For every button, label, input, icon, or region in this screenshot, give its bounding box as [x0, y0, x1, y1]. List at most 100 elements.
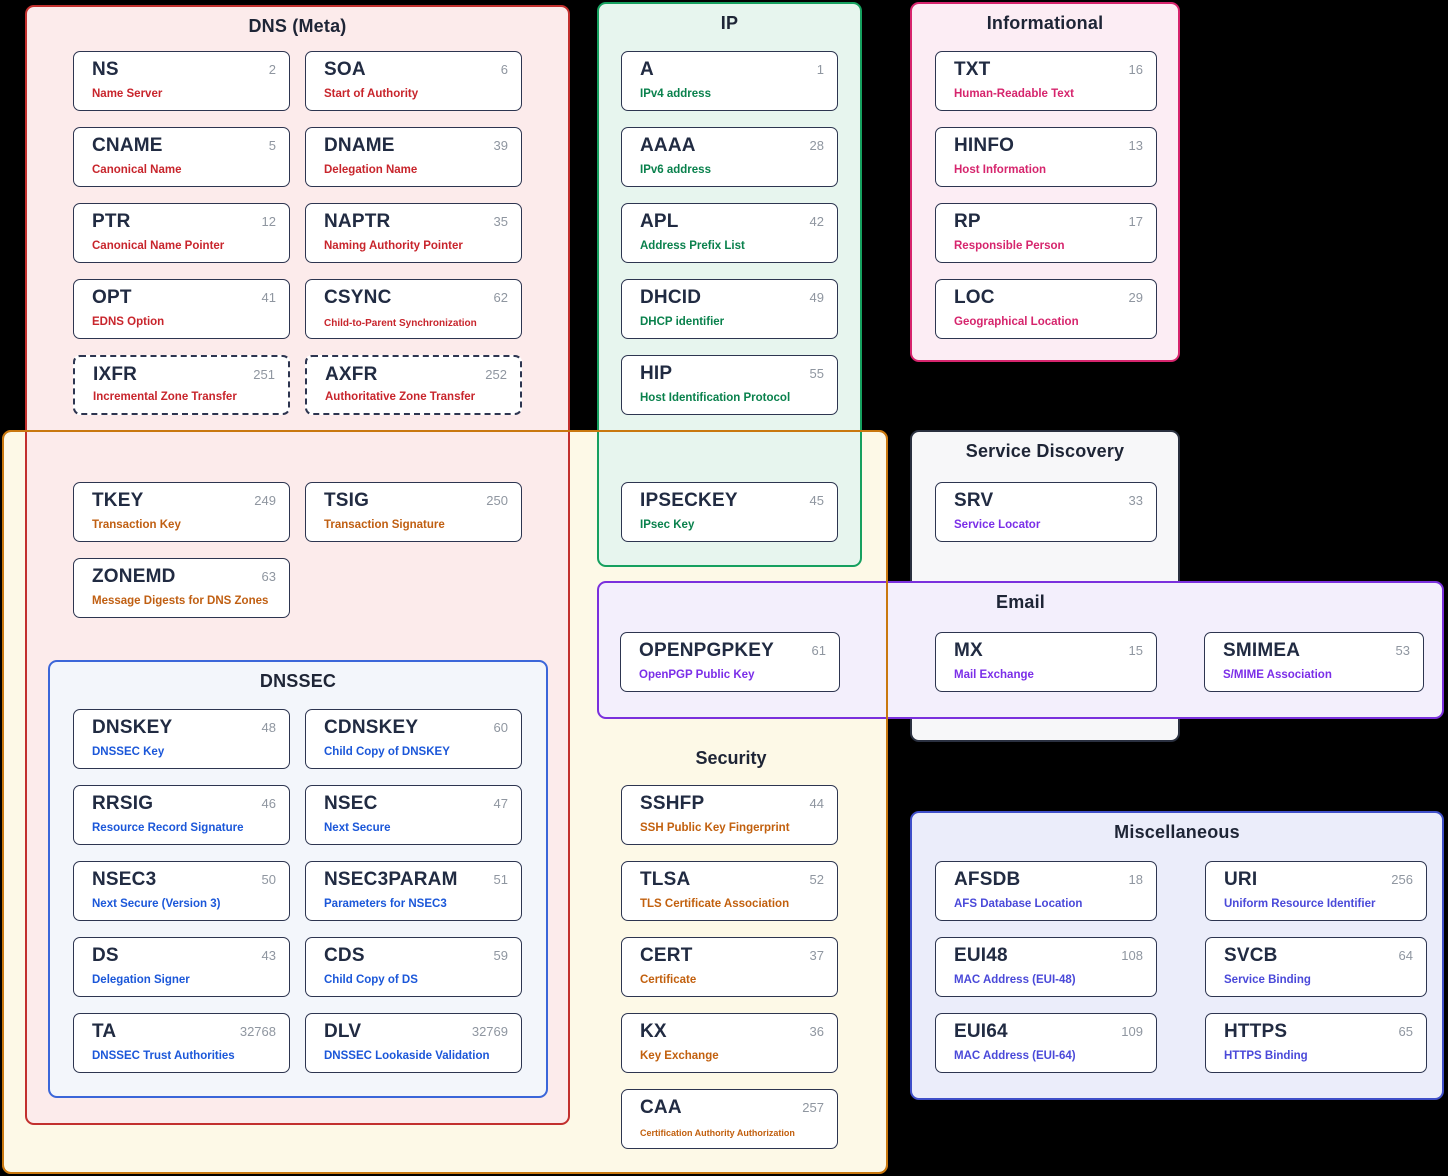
- card-header: EUI48 108: [954, 946, 1143, 966]
- record-number: 13: [1128, 138, 1143, 153]
- card-kx: KX 36 Key Exchange: [621, 1013, 838, 1073]
- card-header: AXFR 252: [325, 365, 507, 385]
- mx-card-grid: MX 15 Mail Exchange: [935, 632, 1157, 692]
- record-number: 37: [809, 948, 824, 963]
- record-type: SVCB: [1224, 945, 1278, 966]
- record-type: OPENPGPKEY: [639, 640, 775, 661]
- group-title-service-discovery: Service Discovery: [965, 441, 1125, 461]
- record-number: 51: [493, 872, 508, 887]
- record-number: 50: [261, 872, 276, 887]
- card-dlv: DLV 32769 DNSSEC Lookaside Validation: [305, 1013, 522, 1073]
- card-header: HIP 55: [640, 364, 824, 384]
- record-description: IPsec Key: [640, 519, 695, 532]
- record-type: CSYNC: [324, 287, 392, 308]
- record-description: Resource Record Signature: [92, 822, 244, 835]
- record-number: 63: [261, 569, 276, 584]
- card-tlsa: TLSA 52 TLS Certificate Association: [621, 861, 838, 921]
- ip-card-grid: A 1 IPv4 address AAAA 28 IPv6 address AP…: [621, 51, 838, 415]
- record-description: IPv4 address: [640, 88, 711, 101]
- security-card-grid: SSHFP 44 SSH Public Key Fingerprint TLSA…: [621, 785, 838, 1149]
- record-description: HTTPS Binding: [1224, 1050, 1308, 1063]
- record-number: 64: [1398, 948, 1413, 963]
- card-zonemd: ZONEMD 63 Message Digests for DNS Zones: [73, 558, 290, 618]
- dnssec-card-grid: DNSKEY 48 DNSSEC Key CDNSKEY 60 Child Co…: [73, 709, 522, 1073]
- card-ns: NS 2 Name Server: [73, 51, 290, 111]
- record-number: 109: [1121, 1024, 1143, 1039]
- card-txt: TXT 16 Human-Readable Text: [935, 51, 1157, 111]
- card-hip: HIP 55 Host Identification Protocol: [621, 355, 838, 415]
- record-type: NSEC3PARAM: [324, 869, 458, 890]
- card-nsec3param: NSEC3PARAM 51 Parameters for NSEC3: [305, 861, 522, 921]
- record-number: 5: [268, 138, 276, 153]
- record-type: IPSECKEY: [640, 490, 738, 511]
- card-csync: CSYNC 62 Child-to-Parent Synchronization: [305, 279, 522, 339]
- card-mx: MX 15 Mail Exchange: [935, 632, 1157, 692]
- record-description: Address Prefix List: [640, 240, 745, 253]
- card-rp: RP 17 Responsible Person: [935, 203, 1157, 263]
- card-header: IPSECKEY 45: [640, 491, 824, 511]
- record-type: RRSIG: [92, 793, 154, 814]
- group-title-dns-meta: DNS (Meta): [248, 16, 347, 36]
- record-description: Certification Authority Authorization: [640, 1128, 795, 1139]
- record-number: 43: [261, 948, 276, 963]
- record-type: HINFO: [954, 135, 1015, 156]
- card-header: NSEC3PARAM 51: [324, 870, 508, 890]
- card-soa: SOA 6 Start of Authority: [305, 51, 522, 111]
- record-description: Child Copy of DNSKEY: [324, 746, 450, 759]
- record-description: Start of Authority: [324, 88, 419, 101]
- record-description: Naming Authority Pointer: [324, 240, 463, 253]
- card-header: CERT 37: [640, 946, 824, 966]
- card-header: TKEY 249: [92, 491, 276, 511]
- record-number: 256: [1391, 872, 1413, 887]
- record-number: 45: [809, 493, 824, 508]
- record-type: RP: [954, 211, 981, 232]
- record-number: 59: [493, 948, 508, 963]
- record-description: Incremental Zone Transfer: [93, 391, 237, 404]
- card-cert: CERT 37 Certificate: [621, 937, 838, 997]
- record-description: Next Secure (Version 3): [92, 898, 221, 911]
- record-type: URI: [1224, 869, 1258, 890]
- record-number: 52: [809, 872, 824, 887]
- record-number: 251: [253, 367, 275, 382]
- dns-meta-card-grid: NS 2 Name Server SOA 6 Start of Authorit…: [73, 51, 522, 415]
- card-caa: CAA 257 Certification Authority Authoriz…: [621, 1089, 838, 1149]
- card-header: SMIMEA 53: [1223, 641, 1410, 661]
- record-number: 60: [493, 720, 508, 735]
- card-header: DNAME 39: [324, 136, 508, 156]
- card-dname: DNAME 39 Delegation Name: [305, 127, 522, 187]
- card-header: DS 43: [92, 946, 276, 966]
- record-number: 33: [1128, 493, 1143, 508]
- record-number: 53: [1395, 643, 1410, 658]
- record-type: SOA: [324, 59, 366, 80]
- card-header: CAA 257: [640, 1098, 824, 1118]
- card-ptr: PTR 12 Canonical Name Pointer: [73, 203, 290, 263]
- record-number: 47: [493, 796, 508, 811]
- record-description: DNSSEC Lookaside Validation: [324, 1050, 490, 1063]
- card-ixfr: IXFR 251 Incremental Zone Transfer: [73, 355, 290, 415]
- record-number: 252: [485, 367, 507, 382]
- record-type: TLSA: [640, 869, 691, 890]
- record-number: 257: [802, 1100, 824, 1115]
- srv-card-grid: SRV 33 Service Locator: [935, 482, 1157, 542]
- record-type: NSEC3: [92, 869, 157, 890]
- record-type: CAA: [640, 1097, 682, 1118]
- record-description: DNSSEC Trust Authorities: [92, 1050, 235, 1063]
- record-description: S/MIME Association: [1223, 669, 1332, 682]
- card-rrsig: RRSIG 46 Resource Record Signature: [73, 785, 290, 845]
- record-number: 250: [486, 493, 508, 508]
- card-header: SOA 6: [324, 60, 508, 80]
- record-type: EUI48: [954, 945, 1008, 966]
- record-type: EUI64: [954, 1021, 1008, 1042]
- record-description: Geographical Location: [954, 316, 1079, 329]
- record-number: 46: [261, 796, 276, 811]
- card-header: KX 36: [640, 1022, 824, 1042]
- card-ds: DS 43 Delegation Signer: [73, 937, 290, 997]
- record-description: Delegation Name: [324, 164, 418, 177]
- record-number: 35: [493, 214, 508, 229]
- record-type: KX: [640, 1021, 667, 1042]
- card-cds: CDS 59 Child Copy of DS: [305, 937, 522, 997]
- record-number: 41: [261, 290, 276, 305]
- openpgpkey-card-grid: OPENPGPKEY 61 OpenPGP Public Key: [620, 632, 840, 692]
- card-header: OPT 41: [92, 288, 276, 308]
